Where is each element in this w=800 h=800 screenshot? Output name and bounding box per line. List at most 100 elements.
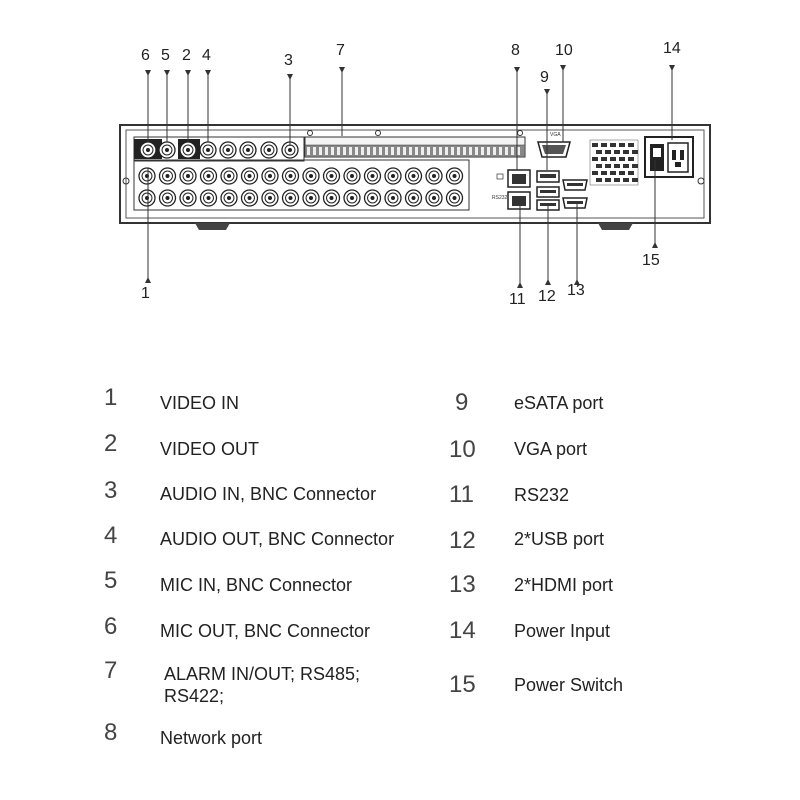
legend-num-2: 2 [104, 430, 118, 457]
callout-numbers: 6 5 2 4 3 7 8 9 10 14 1 11 12 13 15 [141, 40, 681, 308]
video-in-bnc-14 [404, 167, 423, 185]
vent-slot [628, 171, 634, 175]
vent-slot [596, 150, 602, 154]
legend-label-9: eSATA port [514, 393, 604, 413]
vent-slot [614, 178, 620, 182]
vent-slot [619, 157, 625, 161]
bnc-top-6 [239, 141, 257, 159]
terminal-pin [361, 147, 364, 155]
terminal-pin [319, 147, 322, 155]
video-in-bnc-11 [343, 167, 361, 185]
terminal-pin [379, 147, 382, 155]
vent-slot [610, 157, 616, 161]
vent-slot [592, 157, 598, 161]
terminal-pin [337, 147, 340, 155]
right-foot [598, 223, 633, 230]
video-in-bnc-3 [179, 167, 197, 185]
terminal-pin [409, 147, 412, 155]
terminal-pin [415, 147, 418, 155]
vent-slot [596, 178, 602, 182]
callout-1: 1 [141, 285, 150, 302]
dvr-rear-panel-diagram: RS232 VGA [119, 40, 711, 308]
terminal-pin [445, 147, 448, 155]
left-foot [195, 223, 230, 230]
vent-slot [610, 171, 616, 175]
legend-label-6: MIC OUT, BNC Connector [160, 621, 371, 641]
terminal-pin [355, 147, 358, 155]
callout-4: 4 [202, 47, 211, 64]
legend-label-7-line1: ALARM IN/OUT; RS485; [164, 664, 361, 684]
callout-10: 10 [555, 42, 573, 59]
callout-7: 7 [336, 42, 345, 59]
terminal-pin [433, 147, 436, 155]
vga-port: VGA [537, 132, 571, 158]
bnc-top-4 [199, 141, 217, 159]
rs232-panel-label: RS232 [492, 195, 508, 201]
vent-slot [623, 150, 629, 154]
vga-panel-label: VGA [550, 132, 561, 138]
video-in-bnc-4 [199, 167, 218, 185]
callout-2: 2 [182, 47, 191, 64]
legend-label-10: VGA port [514, 439, 588, 459]
vent-slot [614, 150, 620, 154]
video-in-bnc-28 [363, 189, 382, 207]
video-in-bnc-21 [220, 189, 238, 207]
bnc-top-3 [179, 141, 197, 159]
legend-label-5: MIC IN, BNC Connector [160, 575, 353, 595]
video-in-bnc-1 [138, 167, 156, 185]
legend-num-13: 13 [449, 571, 476, 598]
vent-slot [628, 157, 634, 161]
terminal-pin [481, 147, 484, 155]
legend-label-4: AUDIO OUT, BNC Connector [160, 529, 395, 549]
vent-slot [601, 143, 607, 147]
callout-5: 5 [161, 47, 170, 64]
video-in-bnc-6 [240, 167, 259, 185]
vent-slot [623, 164, 629, 168]
legend-num-9: 9 [455, 389, 469, 416]
esata-usb-ports [536, 170, 560, 211]
terminal-pin [505, 147, 508, 155]
vent-slot [605, 178, 611, 182]
video-in-bnc-23 [261, 189, 279, 207]
legend-num-14: 14 [449, 617, 476, 644]
video-in-bnc-10 [322, 167, 341, 185]
video-in-bnc-25 [302, 189, 320, 207]
vent-slot [632, 178, 638, 182]
video-in-bnc-13 [384, 167, 402, 185]
video-in-bnc-32 [445, 189, 464, 207]
terminal-pin [427, 147, 430, 155]
callout-11: 11 [509, 291, 526, 308]
terminal-pin [517, 147, 520, 155]
terminal-pin [487, 147, 490, 155]
legend-label-3: AUDIO IN, BNC Connector [160, 484, 377, 504]
terminal-pin [499, 147, 502, 155]
terminal-pin [403, 147, 406, 155]
legend-num-4: 4 [104, 522, 118, 549]
alarm-terminal-block [304, 130, 526, 158]
legend-num-5: 5 [104, 567, 118, 594]
terminal-pin [511, 147, 514, 155]
vent-slot [623, 178, 629, 182]
legend-label-11: RS232 [514, 485, 570, 505]
terminal-pin [307, 147, 310, 155]
legend-num-11: 11 [449, 481, 474, 508]
legend-label-2: VIDEO OUT [160, 439, 260, 459]
terminal-pin [457, 147, 460, 155]
callout-3: 3 [284, 52, 293, 69]
callout-8: 8 [511, 42, 520, 59]
callout-9: 9 [540, 69, 549, 86]
legend-label-7-line2: RS422; [164, 686, 225, 706]
legend-label-1: VIDEO IN [160, 393, 240, 413]
video-in-bnc-12 [363, 167, 382, 185]
legend-num-10: 10 [449, 436, 476, 463]
hdmi-ports [562, 179, 588, 209]
video-in-bnc-19 [179, 189, 197, 207]
left-screw [122, 177, 130, 185]
video-in-bnc-18 [158, 189, 177, 207]
video-in-bnc-8 [281, 167, 300, 185]
terminal-pin [451, 147, 454, 155]
video-in-bnc-24 [281, 189, 300, 207]
video-in-bnc-15 [425, 167, 443, 185]
legend-label-12: 2*USB port [514, 529, 605, 549]
legend-label-13: 2*HDMI port [514, 575, 614, 595]
